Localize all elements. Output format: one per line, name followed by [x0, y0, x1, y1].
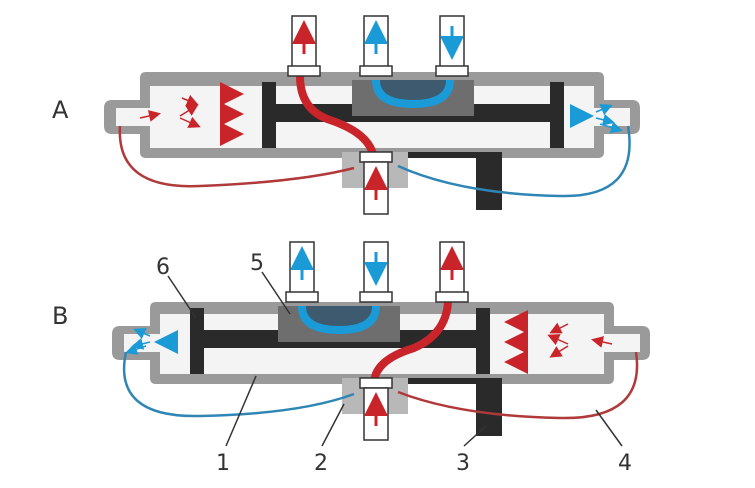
- hot-flow: [296, 75, 378, 161]
- stand-bar: [408, 152, 502, 158]
- hot-flow-b: [370, 301, 452, 385]
- hot-arrows-right-b: [504, 310, 613, 374]
- piston-left: [262, 82, 276, 148]
- piston-right-b: [476, 308, 490, 374]
- panel-a: A: [52, 15, 640, 215]
- cold-wire-a: [397, 125, 631, 198]
- hot-arrows-left: [139, 82, 244, 146]
- panel-label-b: B: [52, 302, 68, 330]
- hot-wire-a: [118, 125, 355, 188]
- hot-wire-b: [397, 351, 639, 420]
- bottom-inlet: [359, 151, 393, 215]
- callout-6: 6: [156, 255, 170, 280]
- stand-bar-b: [408, 378, 502, 384]
- cold-cup-inner-b: [306, 306, 372, 326]
- stand-b: [476, 378, 502, 436]
- top-port-1: [287, 15, 321, 77]
- leader-lines: [167, 271, 623, 447]
- top-port-b-2: [359, 241, 393, 303]
- callout-2: 2: [314, 451, 328, 476]
- top-port-3: [435, 15, 469, 77]
- top-port-b-3: [435, 241, 469, 303]
- panel-b: B: [52, 241, 650, 476]
- cold-cup-inner: [380, 80, 446, 100]
- callout-1: 1: [216, 451, 230, 476]
- callout-3: 3: [456, 451, 470, 476]
- cold-arrows-left-b: [125, 328, 178, 355]
- top-port-b-1: [285, 241, 319, 303]
- callout-5: 5: [250, 251, 264, 276]
- top-port-2: [359, 15, 393, 77]
- bottom-inlet-b: [359, 377, 393, 441]
- stand: [476, 152, 502, 210]
- cold-wire-b: [122, 351, 355, 418]
- piston-left-b: [190, 308, 204, 374]
- panel-label-a: A: [52, 96, 69, 124]
- cold-arrows-right: [570, 104, 623, 134]
- callout-4: 4: [618, 451, 632, 476]
- piston-right: [550, 82, 564, 148]
